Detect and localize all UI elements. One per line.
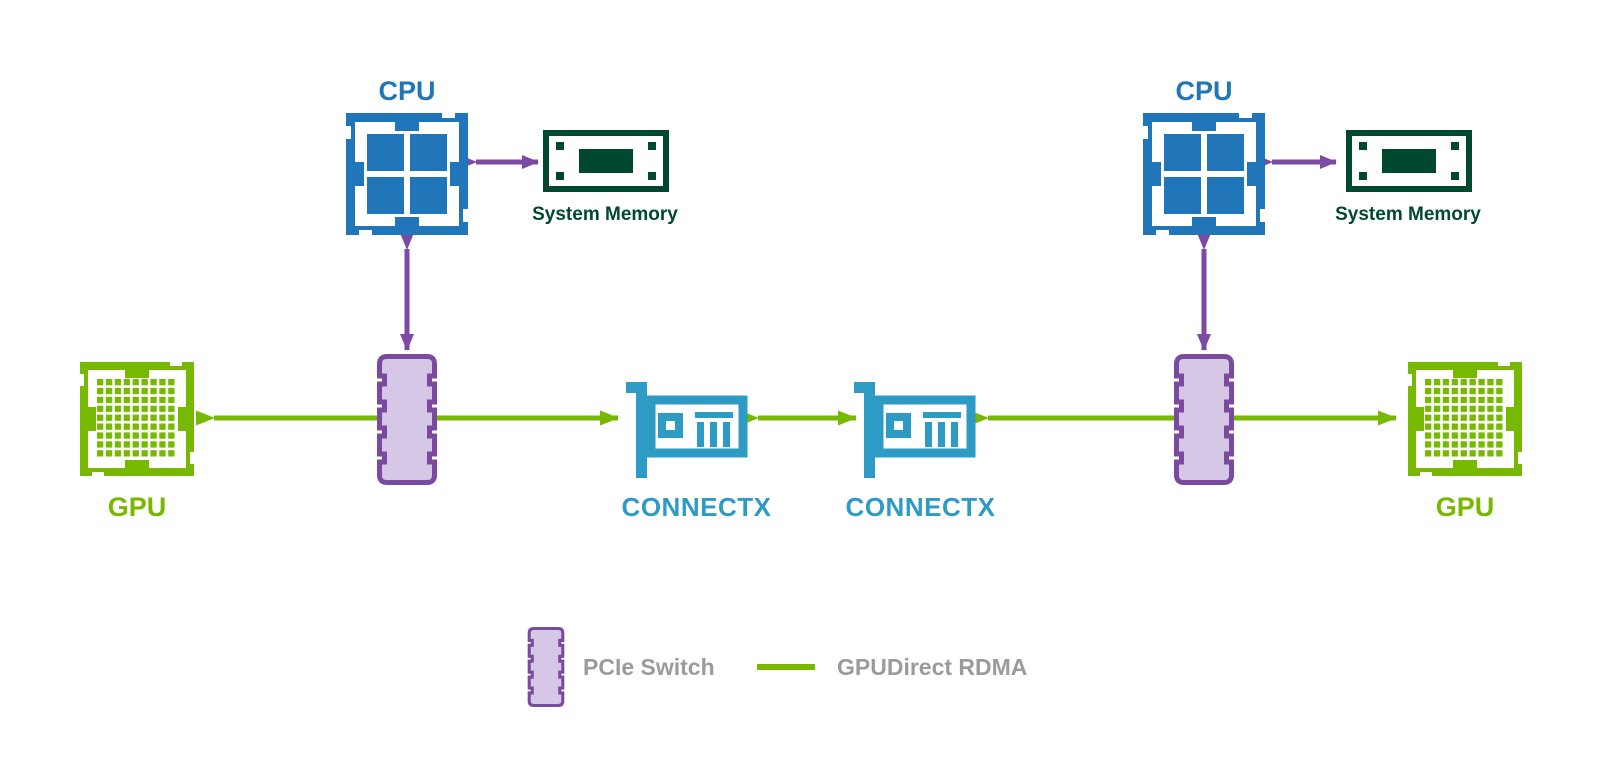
connectx-icon-left <box>626 381 750 479</box>
gpu-label-left: GPU <box>107 492 167 522</box>
system-memory-label-left: System Memory <box>532 204 678 225</box>
system-memory-icon-left <box>543 130 669 192</box>
pcie-switch-icon-right <box>1174 354 1234 485</box>
gpu-label-right: GPU <box>1435 492 1495 522</box>
cpu-label-right: CPU <box>1175 76 1233 106</box>
cpu-label-left: CPU <box>378 76 436 106</box>
legend-pcie-switch-label: PCIe Switch <box>583 654 715 680</box>
cpu-icon-right <box>1143 113 1265 235</box>
gpu-icon-left <box>80 362 194 476</box>
legend-pcie-switch-icon <box>527 627 565 707</box>
cpu-icon-left <box>346 113 468 235</box>
connectx-icon-right <box>854 381 978 479</box>
connectx-label-right: CONNECTX <box>845 492 996 522</box>
legend-gpudirect-rdma-label: GPUDirect RDMA <box>837 654 1028 680</box>
system-memory-icon-right <box>1346 130 1472 192</box>
gpu-icon-right <box>1408 362 1522 476</box>
legend-gpudirect-rdma-line <box>757 664 815 670</box>
pcie-switch-icon-left <box>377 354 437 485</box>
connectx-label-left: CONNECTX <box>621 492 772 522</box>
system-memory-label-right: System Memory <box>1335 204 1481 225</box>
